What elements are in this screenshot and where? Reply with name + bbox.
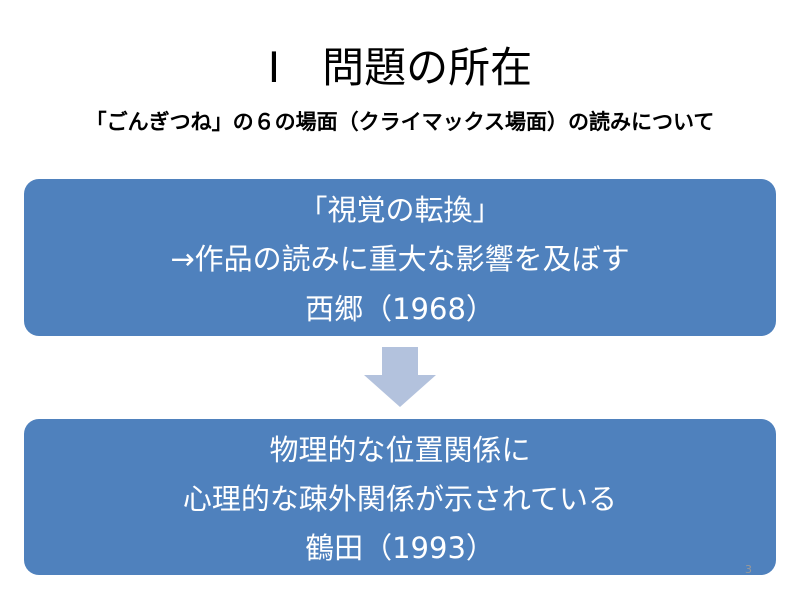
box-line: 心理的な疎外関係が示されている [182,481,618,516]
page-number: 3 [745,563,752,576]
quote-box-tsuruta: 物理的な位置関係に 心理的な疎外関係が示されている 鶴田（1993） [24,419,776,575]
box-line: 「視覚の転換」 [298,192,502,227]
box-line: →作品の読みに重大な影響を及ぼす [170,242,630,277]
quote-box-saigo: 「視覚の転換」 →作品の読みに重大な影響を及ぼす 西郷（1968） [24,179,776,336]
slide-title: Ⅰ 問題の所在 [267,43,533,92]
box-line: 物理的な位置関係に [269,432,531,467]
box-citation: 西郷（1968） [305,292,495,327]
box-citation: 鶴田（1993） [305,531,495,566]
slide-subtitle: 「ごんぎつね」の６の場面（クライマックス場面）の読みについて [85,110,715,134]
down-arrow-icon [364,347,436,407]
